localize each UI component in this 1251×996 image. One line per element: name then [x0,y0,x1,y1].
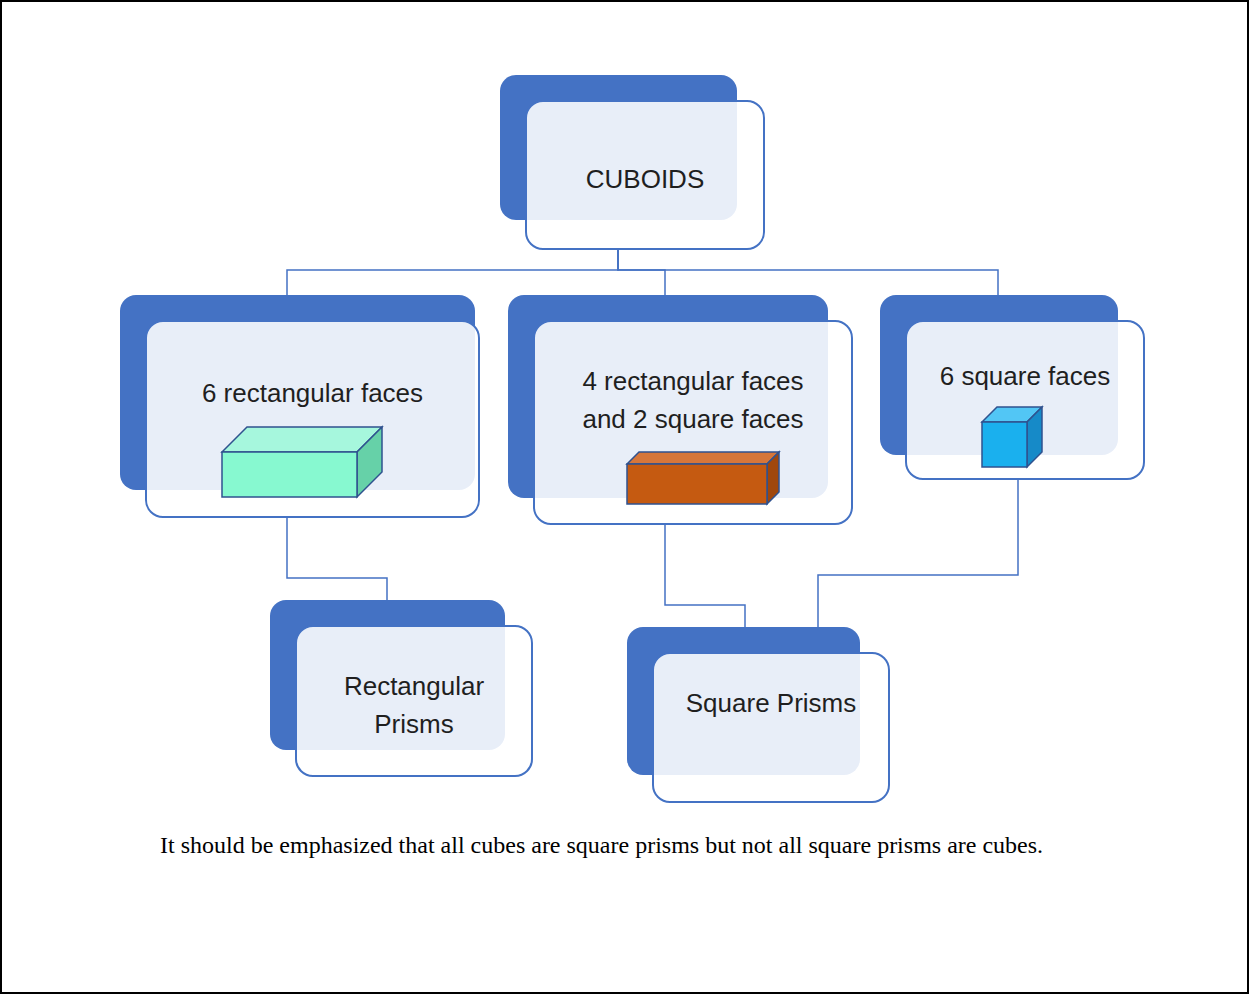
box-label: 6 square faces [915,358,1135,396]
category-box: 6 square faces [905,320,1145,480]
cuboid-side [767,452,779,504]
cuboid-top [222,427,382,452]
category-box: Rectangular Prisms [295,625,533,777]
cuboid-side [1027,407,1042,467]
category-box: 4 rectangular faces and 2 square faces [533,320,853,525]
box-label: Square Prisms [671,685,871,723]
category-box: CUBOIDS [525,100,765,250]
box-label: Rectangular Prisms [329,668,499,743]
caption-note: It should be emphasized that all cubes a… [160,828,1120,863]
cuboid-side [357,427,382,497]
cuboid-front [982,422,1027,467]
cuboid-front [627,464,767,504]
cuboid-illustration [147,322,482,520]
category-box: Square Prisms [652,652,890,803]
category-box: 6 rectangular faces [145,320,480,518]
cuboid-illustration [907,322,1147,482]
box-label: 4 rectangular faces and 2 square faces [558,363,828,438]
box-label: CUBOIDS [545,161,745,199]
box-label: 6 rectangular faces [163,375,463,413]
cuboid-top [627,452,779,464]
cuboid-front [222,452,357,497]
